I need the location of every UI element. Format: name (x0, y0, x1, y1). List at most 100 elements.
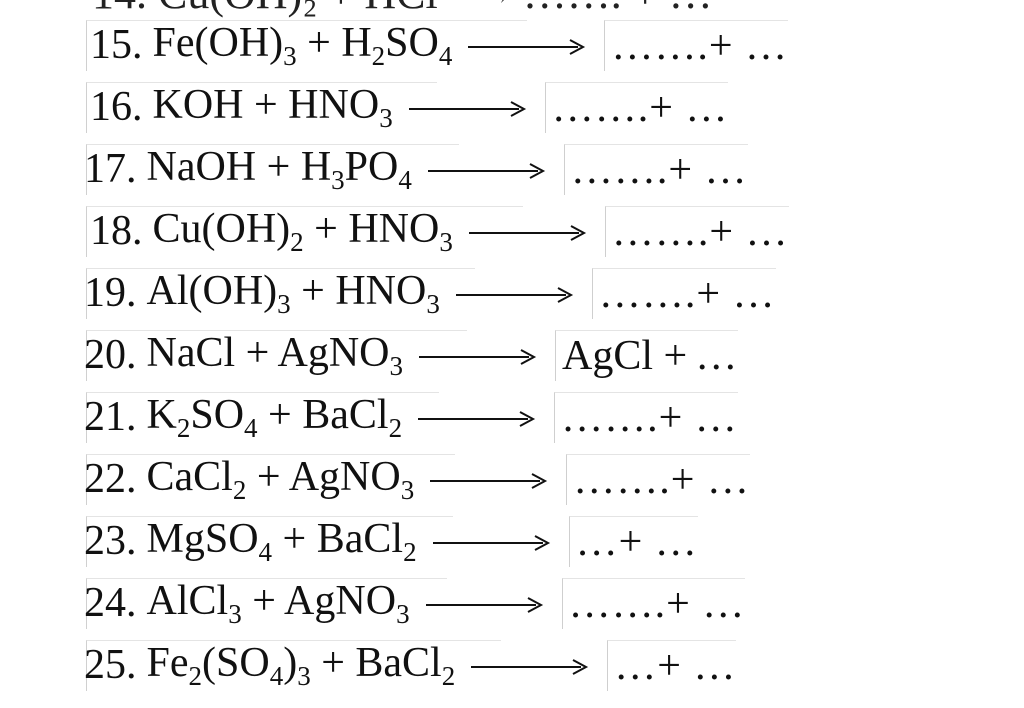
equation-row: 23.MgSO4 + BaCl2 …+ … (84, 510, 986, 572)
subscript: 2 (232, 475, 247, 505)
equation-number: 16. (90, 84, 143, 130)
subscript: 2 (441, 661, 456, 691)
reaction-arrow-icon (417, 347, 539, 367)
subscript: 3 (379, 103, 393, 133)
formula-text: CaCl (146, 454, 233, 500)
product-blank: …+ … (607, 639, 737, 691)
equation-number: 18. (90, 208, 143, 254)
formula-text: + HNO (290, 268, 427, 314)
product-dots: …+ … (614, 642, 737, 689)
equation-frame (86, 578, 447, 629)
equation: 19.Al(OH)3 + HNO3…….+ … (84, 262, 776, 324)
reactants: NaCl + AgNO3 (147, 322, 404, 388)
equation-frame (86, 206, 523, 257)
reaction-arrow-icon (467, 223, 589, 243)
product-dots: … (695, 332, 739, 379)
formula-text: SO (385, 20, 439, 66)
equation-row: 20.NaCl + AgNO3 AgCl +… (84, 322, 986, 388)
equation: 15.Fe(OH)3 + H2SO4…….+ … (90, 14, 789, 76)
subscript: 3 (426, 289, 440, 319)
equation-frame (86, 516, 453, 567)
equation-number: 15. (90, 22, 143, 68)
reactants: MgSO4 + BaCl2 (147, 508, 417, 574)
equation: 23.MgSO4 + BaCl2 …+ … (84, 510, 698, 572)
product-blank: …….+ … (604, 19, 789, 71)
subscript: 4 (438, 41, 453, 71)
equation-frame (86, 454, 455, 505)
reaction-arrow-icon (428, 471, 550, 491)
reaction-arrow-icon (424, 595, 546, 615)
subscript: 2 (176, 413, 191, 443)
formula-text: + BaCl (272, 516, 404, 562)
reaction-arrow-icon (407, 99, 529, 119)
product-blank: …….+ … (604, 205, 789, 257)
formula-text: MgSO (146, 516, 259, 562)
equation-row: 17.NaOH + H3PO4…….+ … (84, 136, 986, 202)
equation-frame (86, 20, 527, 71)
reaction-arrow-icon (454, 285, 576, 305)
subscript: 3 (400, 475, 415, 505)
equation-row: 22.CaCl2 + AgNO3…….+ … (84, 448, 986, 510)
formula-text: ) (283, 640, 298, 686)
subscript: 2 (188, 661, 203, 691)
subscript: 3 (277, 289, 291, 319)
reaction-arrow-icon (416, 409, 538, 429)
equation-row: 25.Fe2(SO4)3 + BaCl2…+ … (84, 634, 986, 696)
subscript: 4 (269, 661, 284, 691)
equation-frame (86, 144, 459, 195)
reactants: KOH + HNO3 (153, 74, 393, 140)
formula-text: + BaCl (257, 392, 389, 438)
product-blank: …….+ … (554, 391, 738, 443)
subscript: 4 (398, 165, 412, 195)
equation-row: 18.Cu(OH)2 + HNO3 …….+ … (86, 200, 986, 262)
product-dots: …+ … (575, 518, 698, 565)
equation-frame (86, 392, 439, 443)
formula-text: Fe (146, 640, 189, 686)
reactants: K2SO4 + BaCl2 (147, 384, 403, 450)
formula-text: + H (296, 20, 372, 66)
subscript: 3 (228, 599, 242, 629)
equation: 18.Cu(OH)2 + HNO3 …….+ … (90, 200, 789, 262)
product-given: AgCl + (562, 332, 688, 379)
equation-number: 17. (84, 146, 137, 192)
equation-number: 21. (84, 394, 137, 440)
equation: 16.KOH + HNO3 …….+ … (90, 74, 729, 140)
formula-text: K (146, 392, 177, 438)
formula-text: KOH + HNO (152, 82, 380, 128)
equation-frame (86, 330, 467, 381)
equation-frame (86, 640, 501, 691)
equation-number: 20. (84, 332, 137, 378)
equation-number: 24. (84, 580, 137, 626)
equation: 22.CaCl2 + AgNO3…….+ … (84, 448, 750, 510)
reaction-arrow-icon (426, 161, 548, 181)
product-blank: …+ … (568, 515, 698, 567)
subscript: 2 (403, 537, 417, 567)
subscript: 2 (290, 227, 304, 257)
reactants: Cu(OH)2 + HNO3 (153, 198, 453, 264)
subscript: 3 (389, 351, 404, 381)
equation-row: 21.K2SO4 + BaCl2 …….+ … (84, 384, 986, 450)
product-dots: …….+ … (551, 84, 729, 131)
product-blank: AgCl +… (555, 329, 739, 381)
product-dots: …….+ … (573, 456, 750, 503)
reaction-arrow-icon (469, 657, 591, 677)
product-dots: …….+ … (561, 394, 738, 441)
formula-text: + HNO (303, 206, 440, 252)
subscript: 2 (388, 413, 403, 443)
equation: 20.NaCl + AgNO3 AgCl +… (84, 322, 739, 388)
product-dots: …….+ … (568, 580, 746, 627)
subscript: 3 (283, 41, 297, 71)
equation-number: 23. (84, 518, 137, 564)
formula-text: SO (190, 392, 245, 438)
product-blank: …….+ … (566, 453, 750, 505)
equation-row: 19.Al(OH)3 + HNO3…….+ … (84, 262, 986, 324)
equation-row: 15.Fe(OH)3 + H2SO4…….+ … (86, 14, 986, 76)
reactants: NaOH + H3PO4 (147, 136, 412, 202)
subscript: 3 (297, 661, 311, 691)
equation-number: 25. (84, 642, 137, 688)
subscript: 4 (258, 537, 273, 567)
product-dots: …….+ … (611, 22, 789, 69)
formula-text: + BaCl (310, 640, 442, 686)
formula-text: NaCl + AgNO (146, 330, 390, 376)
